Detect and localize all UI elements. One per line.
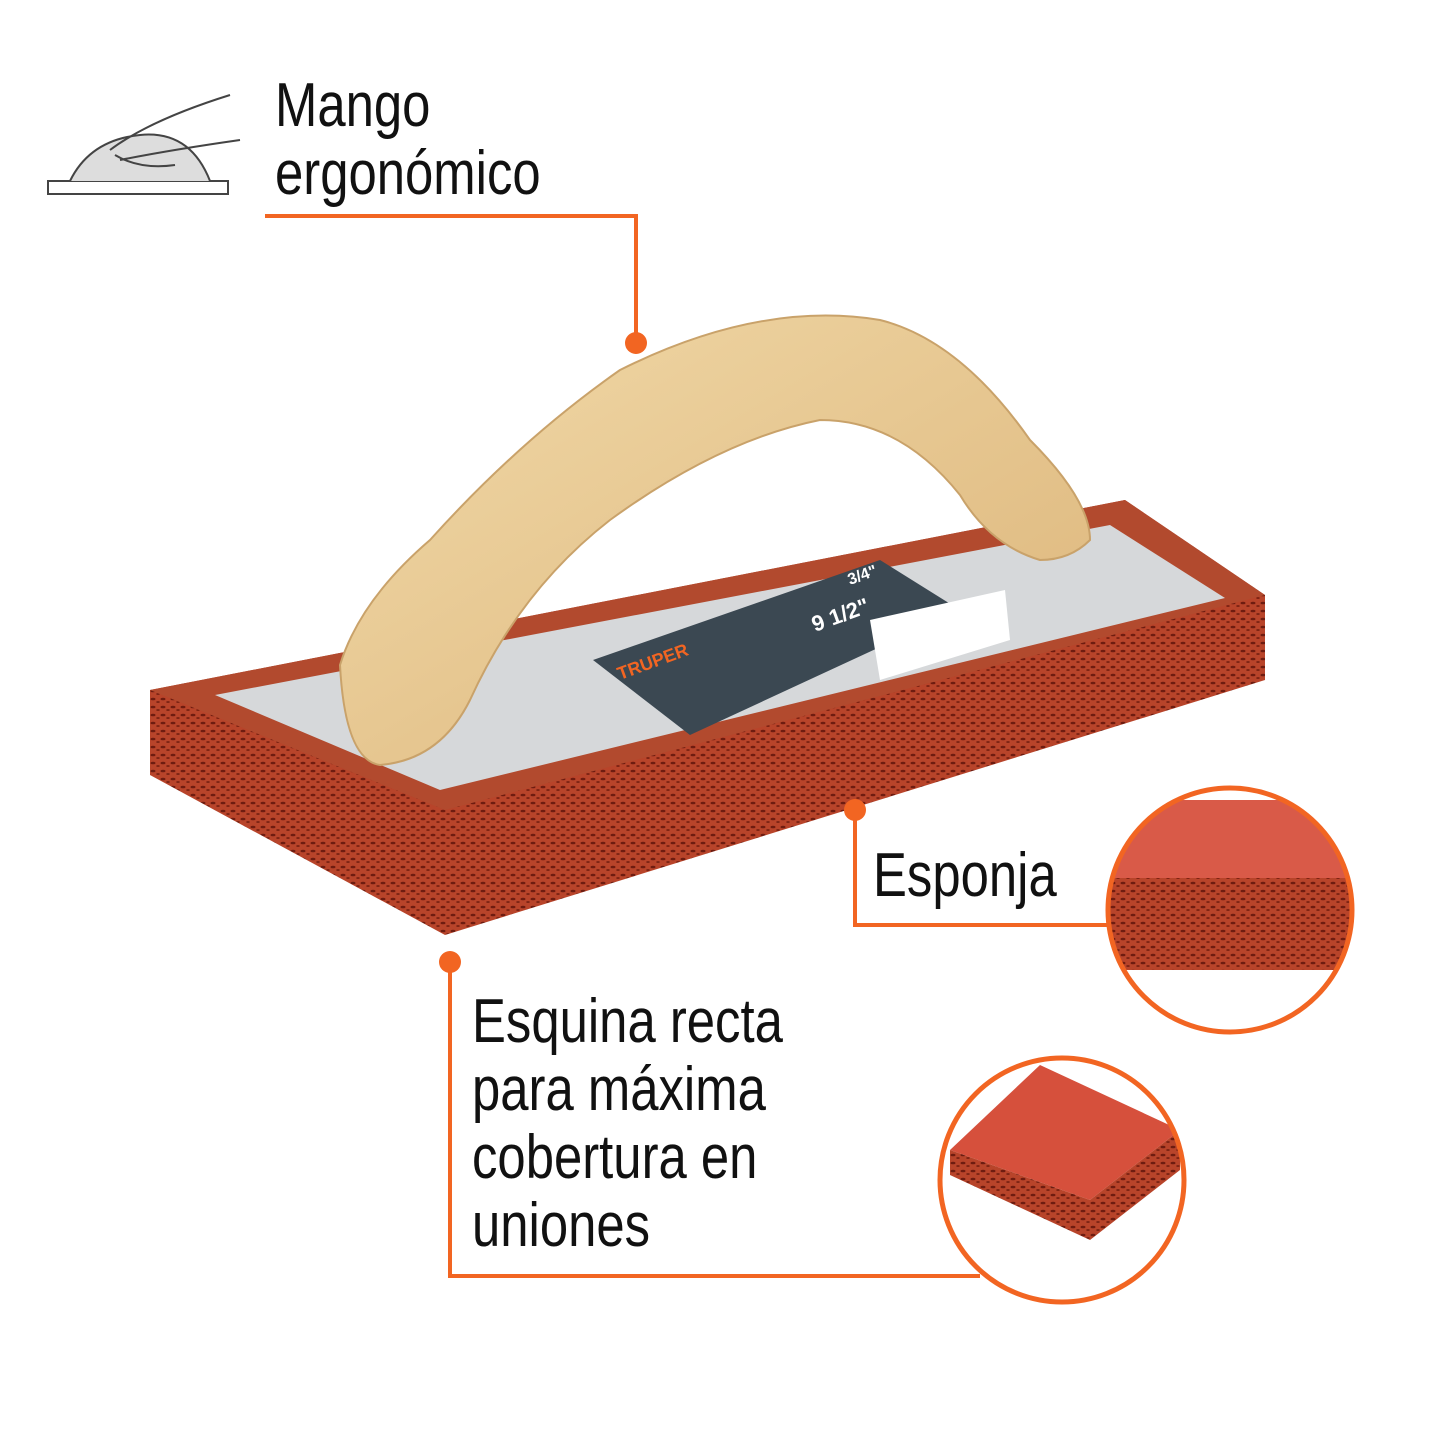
handle-label-line: Mango (275, 71, 431, 140)
corner-label-line: uniones (472, 1191, 651, 1260)
product-label: TRUPER 9 1/2" 3/4" (593, 560, 1010, 735)
sponge-float-product: TRUPER 9 1/2" 3/4" (150, 314, 1265, 935)
corner-label-line: Esquina recta (472, 987, 783, 1056)
sponge-detail-zoom (1105, 785, 1355, 1035)
hand-grip-icon (47, 94, 241, 195)
corner-detail-zoom (937, 1055, 1187, 1305)
callout-lines (265, 214, 1108, 1278)
sponge-label: Esponja (873, 841, 1057, 910)
callout-dots (439, 332, 866, 973)
corner-label: Esquina recta para máxima cobertura en u… (472, 988, 783, 1260)
handle-label-line: ergonómico (275, 139, 541, 208)
handle-label: Mango ergonómico (275, 72, 541, 208)
corner-label-line: para máxima (472, 1055, 766, 1124)
wooden-handle (338, 314, 1092, 767)
corner-label-line: cobertura en (472, 1123, 758, 1192)
